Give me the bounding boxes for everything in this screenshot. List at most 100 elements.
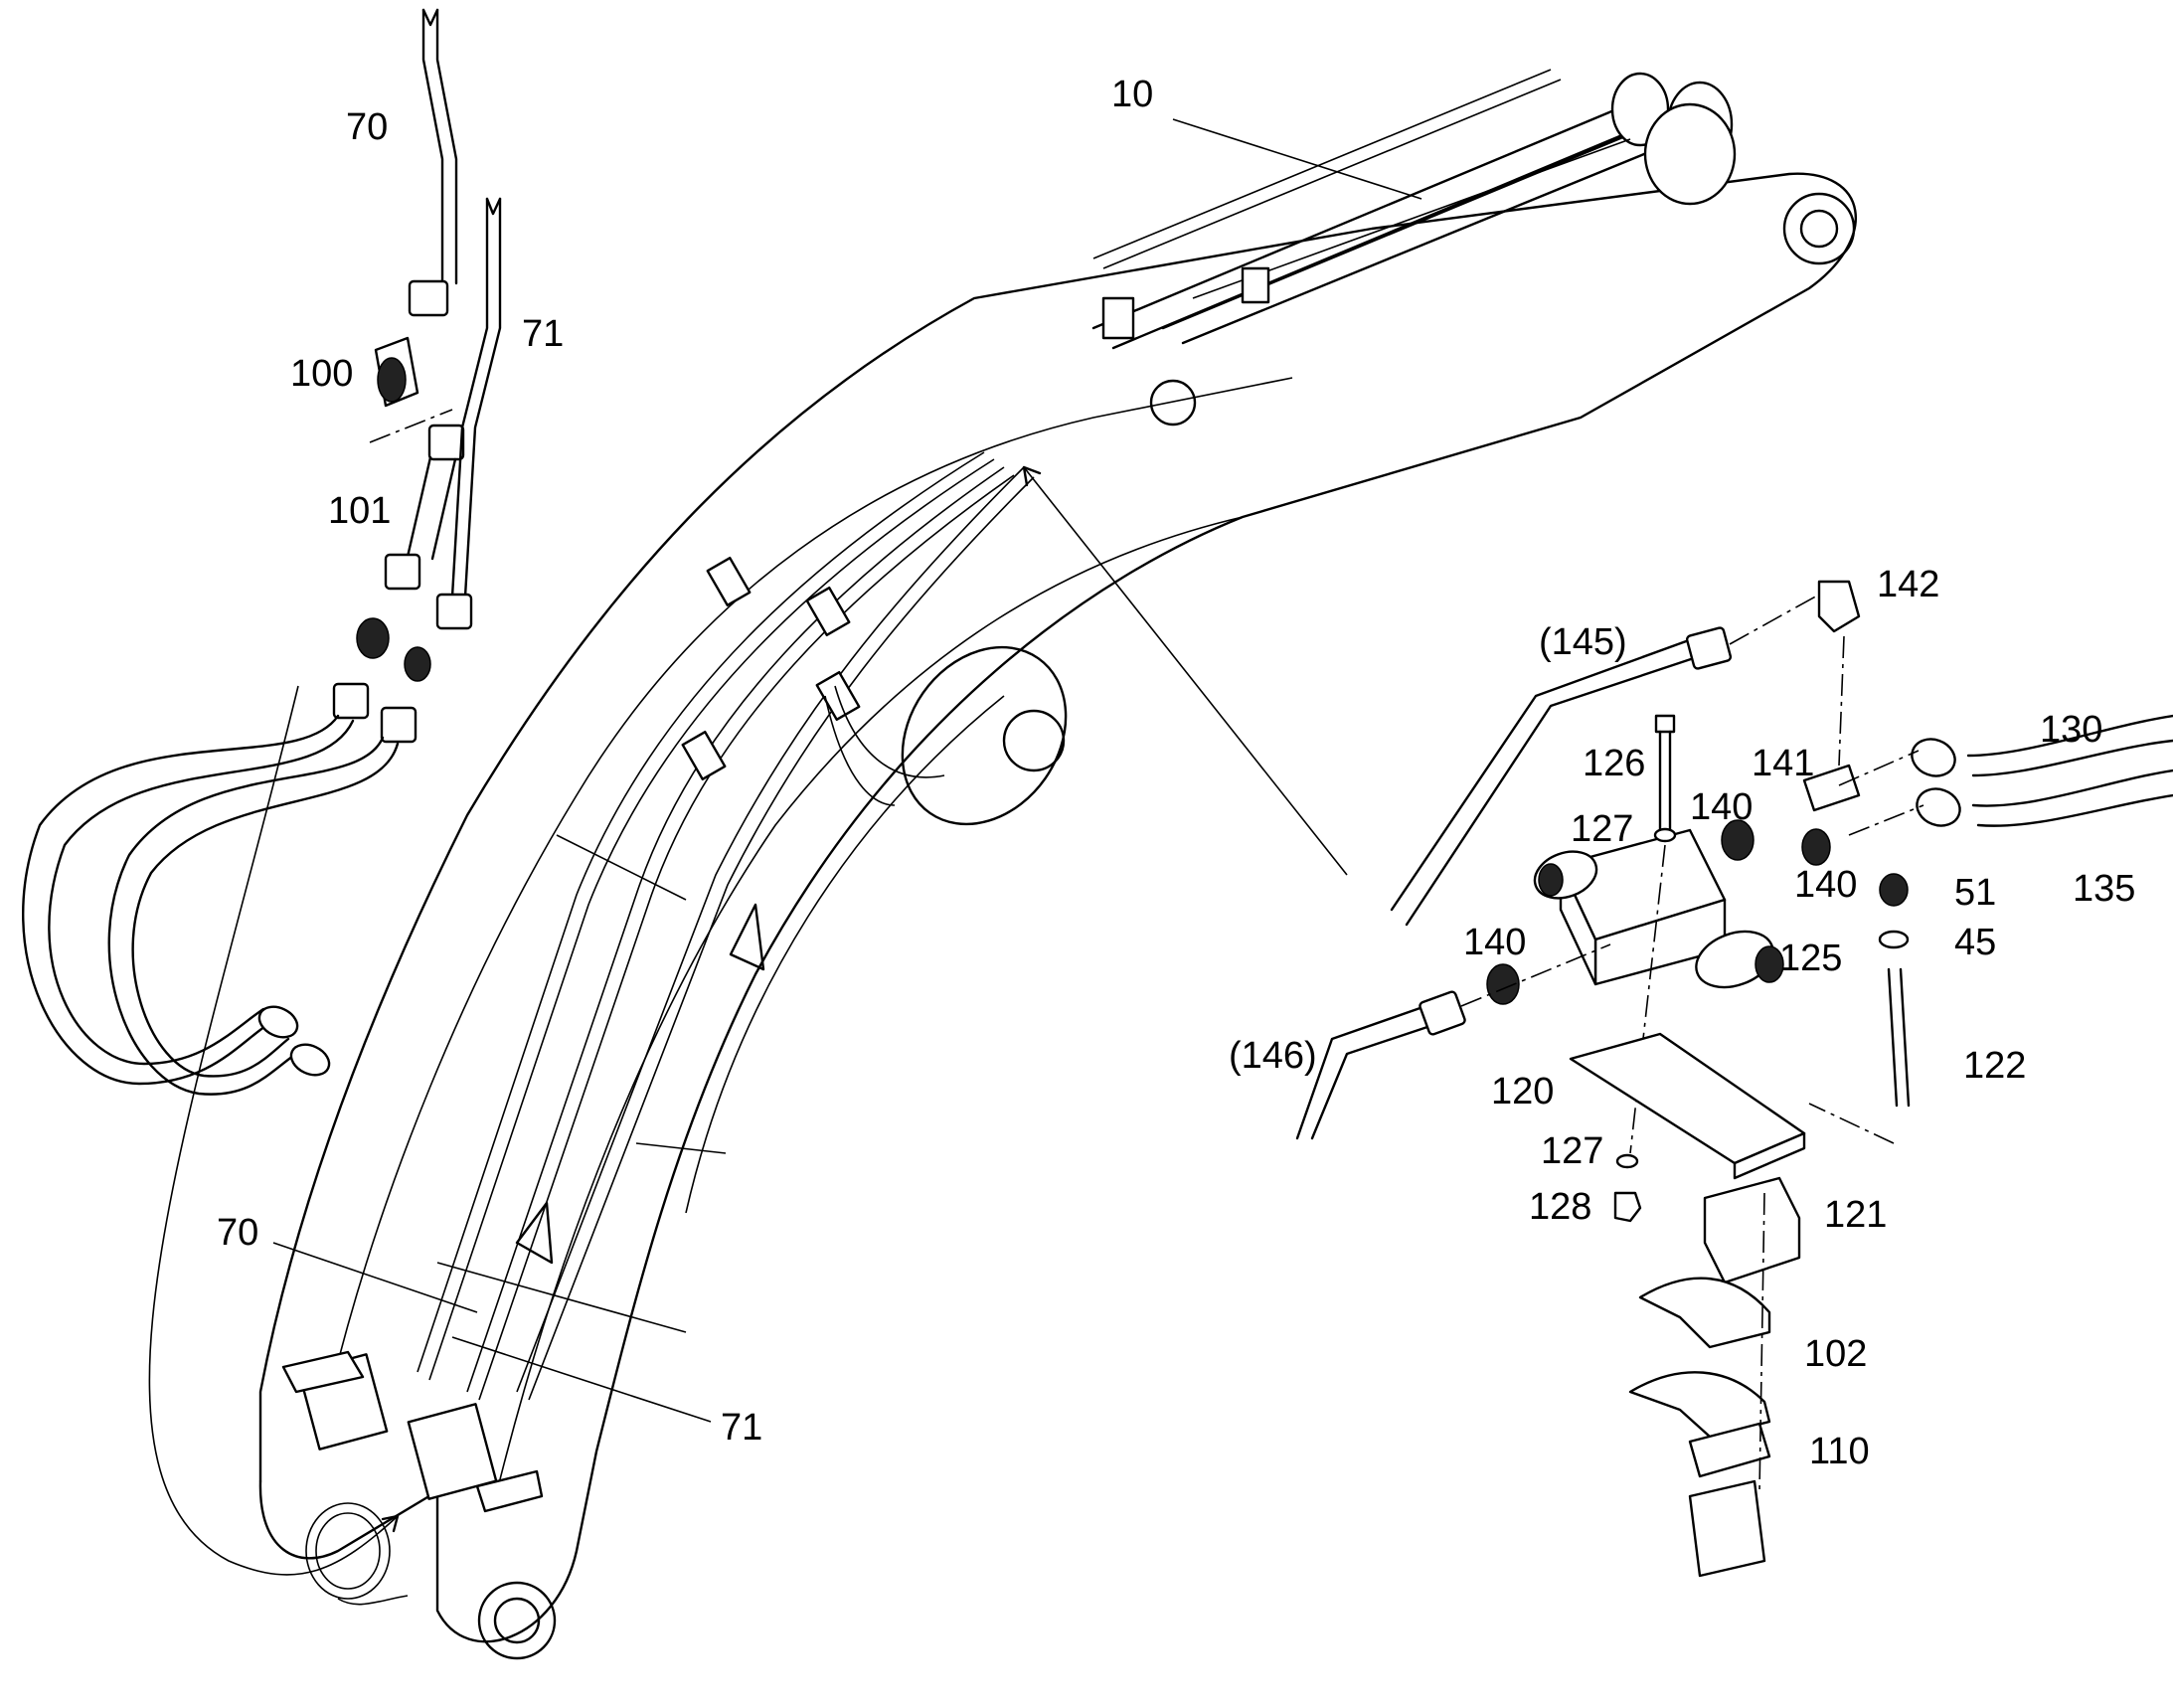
fitting-left-1 [356,617,390,659]
nut-51 [1879,873,1909,907]
axis-122 [1808,1103,1895,1144]
fitting-140-top [1721,819,1755,861]
bolt-126-shank [1658,730,1672,842]
hose-70-line-b [435,8,458,285]
boom-inner-edge [327,377,1293,1403]
label-140-left: 140 [1463,922,1526,963]
hose-71-ferrule [435,593,473,630]
hose-130-b [1971,739,2173,777]
hose-146-a [1295,1002,1433,1140]
hose-end-fitting-2 [289,1043,331,1077]
axis-142 [1838,635,1845,767]
boom-clamp-2 [805,586,851,637]
boom-top-edge [258,172,1857,1643]
boom-hose-b [428,458,995,1381]
label-10: 10 [1111,74,1153,115]
boom-nose [258,1479,439,1560]
label-70-lower: 70 [217,1212,258,1254]
hose-70-tip [421,8,439,27]
fitting-140-left [1486,963,1520,1005]
arrow-boom [1022,465,1042,487]
tee-141 [1802,764,1861,812]
hose-71-tip [485,197,502,216]
label-122: 122 [1963,1045,2026,1087]
label-110: 110 [1809,1431,1870,1472]
cylinder-eye [1643,102,1737,206]
fitting-140-right [1801,828,1831,866]
cylinder-boss [901,645,1068,826]
bolt-126-head [1654,714,1676,734]
boom-band-1 [556,834,687,901]
boom-body [258,172,1857,1660]
boom-hose-d [478,474,1015,1401]
solenoid-right-cap [1755,945,1784,983]
hose-145-line-a [1405,654,1702,927]
stud-122-b [1899,967,1911,1108]
boom-hose-c [466,466,1005,1393]
elbow-142 [1817,580,1861,633]
leader-71-lower [451,1336,712,1423]
leader-70-lower [272,1242,478,1313]
cylinder-hose-2b [824,695,896,806]
boom-clamp-3 [681,730,727,781]
cylinder-hose [834,685,945,778]
label-121: 121 [1824,1194,1887,1236]
foot-plate-right [475,1469,544,1513]
label-130: 130 [2040,709,2102,751]
label-71-top: 71 [522,313,564,355]
boom-lower-edge [496,516,1244,1492]
label-145: (145) [1539,621,1627,663]
long-hose-1b [48,719,355,1066]
right-valve-assembly [1022,465,2173,1578]
foot-valve-right [407,1403,498,1500]
boom-hose-a [417,451,985,1373]
block-110-bottom [1688,1479,1766,1578]
boom-lug [729,903,765,971]
boom-band-2 [436,1262,687,1333]
label-135: 135 [2073,868,2135,910]
stud-122-a [1887,967,1899,1108]
ferrule-left-1 [332,682,370,720]
hose-end-fitting-1 [257,1005,299,1039]
hose-70-ferrule [408,279,449,317]
left-hose-assembly [22,8,502,1576]
washer-127-top [1653,827,1677,843]
axis-100 [369,409,453,443]
washer-45 [1878,930,1910,949]
hose-101-ferrule-top [427,424,465,461]
label-71-lower: 71 [721,1407,762,1449]
cylinder-tube-1 [1091,97,1642,330]
long-hose-2 [107,736,385,1096]
cylinder-hose-1 [1092,69,1552,259]
boom-clamp-1 [706,556,752,607]
hose-146-b [1310,1022,1438,1140]
boom-hose-f [528,476,1035,1401]
axis-126 [1629,844,1666,1154]
leader-10 [1172,118,1422,200]
hose-135-a [1971,769,2173,807]
plate-120 [1569,1032,1806,1165]
solenoid-left-cap [1538,863,1564,897]
label-140-right: 140 [1794,864,1857,906]
boom-mid-pin [1149,379,1197,427]
label-70-top: 70 [346,106,388,148]
axis-blocks [1758,1192,1765,1492]
hose-71-line-a [450,197,489,598]
label-45: 45 [1954,922,1996,963]
cylinder-tube-2b [1181,127,1707,345]
boom-hoses [417,451,1035,1401]
clamp-102-bottom [1628,1371,1771,1439]
boom-plate-edge [685,695,1005,1214]
block-121 [1703,1176,1801,1284]
clamp-102-top [1638,1277,1771,1349]
nut-128 [1613,1191,1642,1223]
axis-145 [1729,594,1820,645]
long-hose-2b [131,742,400,1078]
boom-top-pin-inner [1799,209,1839,249]
cylinder-clamp-2 [1241,266,1270,304]
label-127-top: 127 [1571,808,1633,850]
boom-top-pin [1782,192,1856,265]
hose-130-fitting [1911,738,1956,777]
axis-135 [1848,804,1924,836]
